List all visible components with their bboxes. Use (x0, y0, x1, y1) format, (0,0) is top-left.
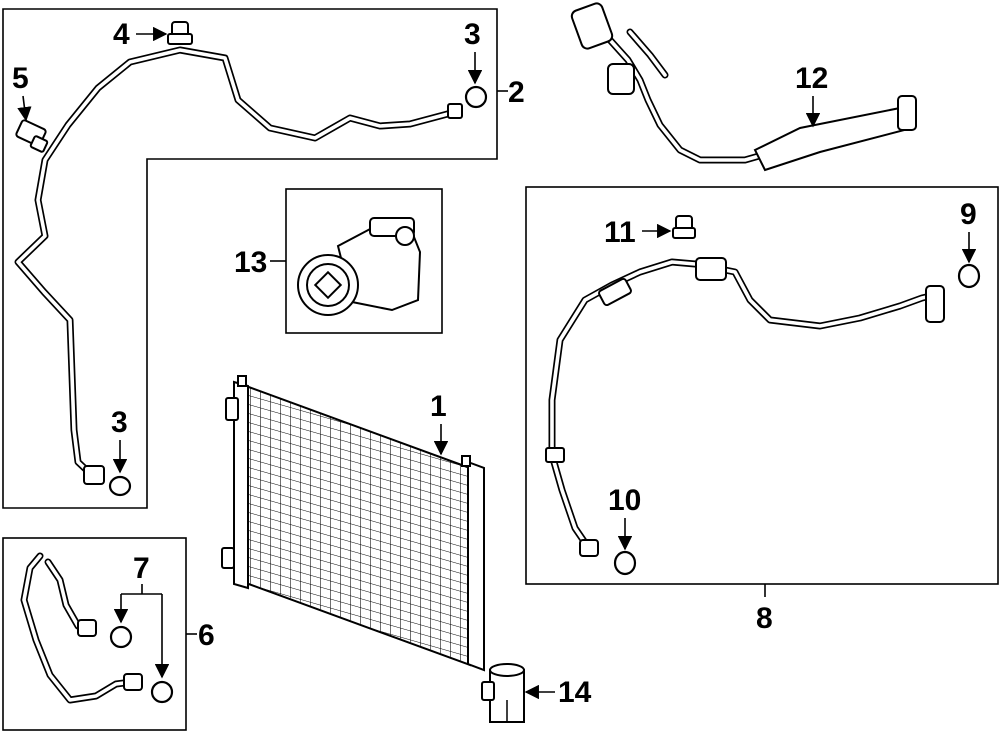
o-ring-lower-icon (108, 475, 132, 497)
pressure-sensor-icon (15, 119, 49, 153)
discharge-hose-illustration (545, 257, 945, 557)
callout-4: 4 (113, 18, 130, 51)
callout-13: 13 (234, 246, 267, 279)
service-valve-cap-icon (167, 21, 193, 45)
hose-6-illustration (20, 552, 143, 704)
o-ring-7b-icon (150, 680, 174, 704)
callout-9: 9 (960, 198, 977, 231)
callout-3-lower: 3 (111, 406, 128, 439)
leader-5 (17, 95, 32, 122)
o-ring-7a-icon (109, 625, 133, 649)
callout-2: 2 (508, 76, 525, 109)
callout-11: 11 (604, 216, 636, 249)
suction-hose-illustration (14, 46, 463, 485)
callout-8: 8 (756, 602, 773, 635)
refrigerant-line-assembly-illustration (570, 2, 917, 172)
group-box-part-8 (525, 186, 999, 585)
service-valve-cap-11-icon (672, 215, 696, 239)
o-ring-upper-icon (464, 85, 488, 109)
receiver-dryer-illustration (481, 663, 525, 723)
leader-7 (121, 584, 162, 595)
callout-10: 10 (608, 484, 641, 517)
group-box-suction-line (2, 8, 498, 509)
callout-12: 12 (795, 62, 828, 95)
callout-3-upper: 3 (464, 18, 481, 51)
callout-7: 7 (133, 552, 150, 585)
callout-6: 6 (198, 619, 215, 652)
compressor-illustration (297, 217, 422, 316)
callout-14: 14 (558, 676, 592, 709)
callout-5: 5 (12, 62, 29, 95)
callout-1: 1 (430, 390, 447, 423)
condenser-illustration (221, 375, 485, 672)
o-ring-10-icon (613, 550, 637, 576)
o-ring-9-icon (957, 263, 981, 289)
